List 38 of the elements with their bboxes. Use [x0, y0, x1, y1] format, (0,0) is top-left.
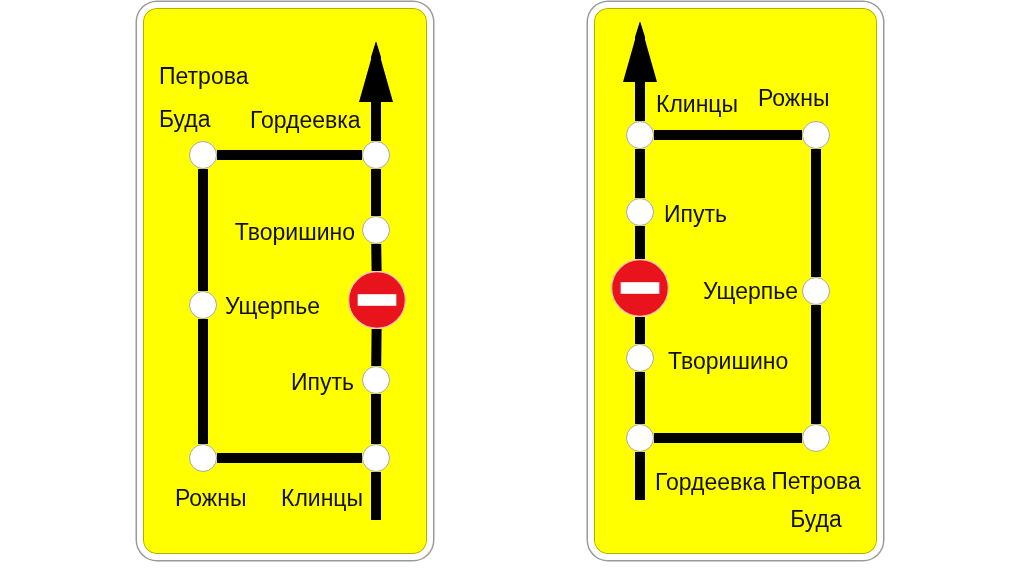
road-line — [198, 169, 208, 291]
place-name-label: Творишино — [668, 348, 789, 374]
road-line — [635, 317, 645, 344]
no-entry-sign — [611, 259, 669, 317]
road-line — [635, 149, 645, 198]
road-line — [654, 433, 802, 443]
place-name-label: Гордеевка — [655, 469, 766, 495]
place-name-label: Ущерпье — [702, 278, 798, 304]
place-name-label: Петрова Буда — [771, 467, 861, 534]
road-line — [371, 394, 381, 444]
road-line — [217, 453, 362, 463]
road-line — [371, 243, 382, 272]
road-line — [371, 169, 381, 216]
place-name-label: Ипуть — [291, 369, 354, 395]
road-line — [654, 130, 802, 140]
road-line — [635, 452, 645, 500]
place-name-label: Петрова Буда — [159, 62, 249, 134]
place-name-label: Ипуть — [664, 201, 727, 227]
road-sign-panel — [588, 2, 883, 560]
road-arrow — [623, 22, 657, 121]
road-sign-panel — [137, 2, 433, 560]
road-line — [371, 472, 381, 520]
place-name-label: Гордеевка — [250, 107, 361, 133]
road-line — [811, 149, 821, 277]
place-name-label: Рожны — [758, 85, 830, 111]
place-name-label: Творишино — [234, 219, 355, 245]
place-name-label: Рожны — [175, 485, 247, 511]
no-entry-sign — [348, 271, 406, 329]
place-name-label: Ущерпье — [225, 293, 321, 319]
road-line — [635, 372, 645, 424]
place-name-label: Клинцы — [656, 91, 739, 117]
road-line — [811, 305, 821, 424]
road-line — [371, 328, 382, 367]
place-name-label: Клинцы — [281, 485, 364, 511]
road-line — [217, 150, 362, 160]
road-line — [635, 226, 645, 259]
road-arrow — [359, 42, 393, 141]
road-line — [198, 319, 208, 444]
